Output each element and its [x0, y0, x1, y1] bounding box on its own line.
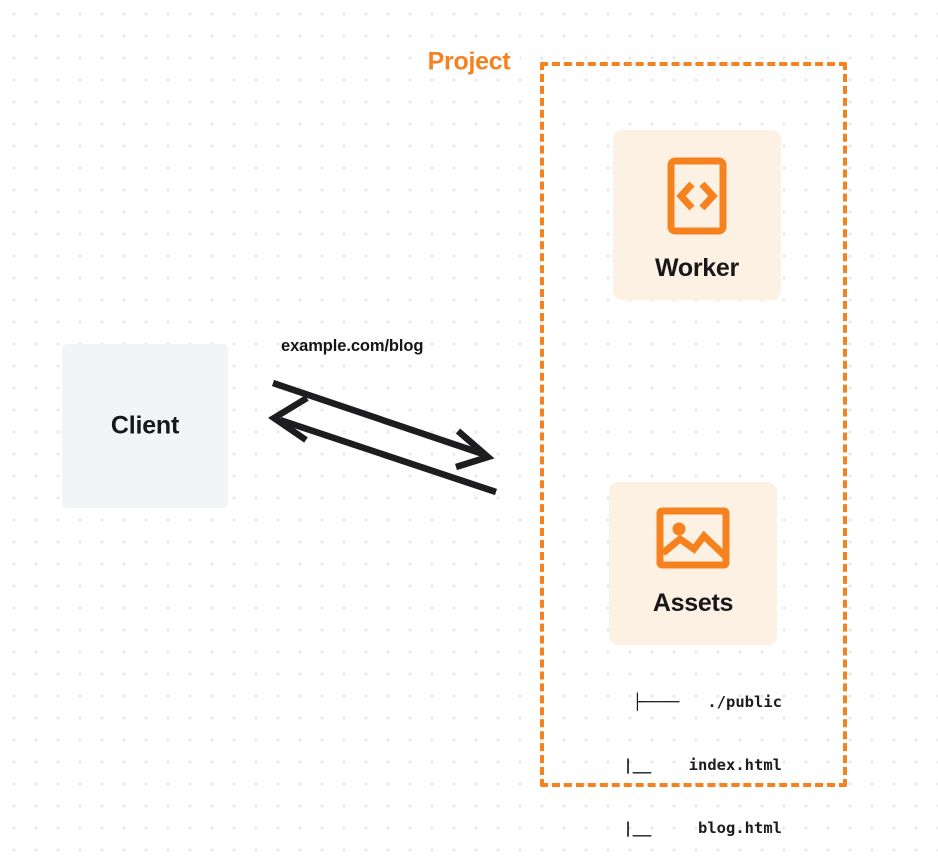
project-boundary [540, 62, 847, 787]
request-url-label: example.com/blog [281, 337, 424, 355]
arrow-lines-svg [268, 379, 498, 496]
assets-node[interactable]: Assets [609, 482, 777, 645]
code-brackets-icon [667, 157, 727, 240]
image-picture-icon [656, 506, 730, 575]
connection-arrows: example.com/blog [250, 325, 520, 515]
assets-label: Assets [652, 589, 734, 617]
tree-row: |__ blog.html [595, 819, 782, 837]
asset-file-tree: ├──── ./public |__ index.html |__ blog.h… [586, 650, 782, 860]
worker-node[interactable]: Worker [613, 130, 781, 300]
client-label: Client [110, 411, 180, 440]
worker-label: Worker [655, 254, 739, 282]
project-title: Project [418, 47, 520, 77]
inbound-arrow-icon [268, 395, 498, 496]
tree-row: ├──── ./public [632, 693, 782, 711]
tree-row: |__ index.html [595, 756, 782, 774]
outbound-arrow-icon [271, 379, 495, 471]
client-node[interactable]: Client [62, 344, 228, 508]
